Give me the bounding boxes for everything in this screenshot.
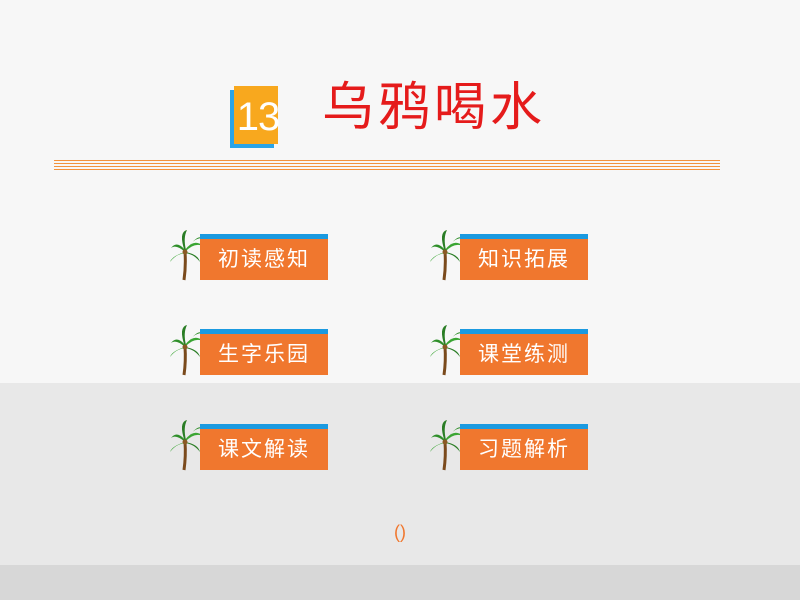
menu-button-face: 知识拓展 (460, 234, 588, 280)
menu-button-ketang-lianc[interactable]: 课堂练测 (430, 325, 592, 377)
menu-button-label: 初读感知 (200, 239, 328, 280)
menu-button-zhishi-tuozhan[interactable]: 知识拓展 (430, 230, 592, 282)
title-rule-2 (54, 163, 720, 164)
palm-tree-icon (430, 420, 463, 471)
menu-button-xiti-jiexi[interactable]: 习题解析 (430, 420, 592, 472)
menu-button-face: 课堂练测 (460, 329, 588, 375)
menu-button-face: 习题解析 (460, 424, 588, 470)
menu-button-face: 课文解读 (200, 424, 328, 470)
title-rule-1 (54, 160, 720, 161)
lesson-badge-face (234, 86, 278, 144)
menu-button-label: 知识拓展 (460, 239, 588, 280)
menu-button-label: 习题解析 (460, 429, 588, 470)
title-rule-3 (54, 166, 720, 167)
bottom-background-band (0, 565, 800, 600)
palm-tree-icon (170, 230, 203, 281)
menu-button-kewen-jiedu[interactable]: 课文解读 (170, 420, 332, 472)
menu-button-face: 初读感知 (200, 234, 328, 280)
menu-button-label: 课堂练测 (460, 334, 588, 375)
menu-button-face: 生字乐园 (200, 329, 328, 375)
title-rule-4 (54, 169, 720, 170)
lower-background-band (0, 383, 800, 565)
menu-button-chudu-ganzhi[interactable]: 初读感知 (170, 230, 332, 282)
menu-button-label: 生字乐园 (200, 334, 328, 375)
menu-button-label: 课文解读 (200, 429, 328, 470)
palm-tree-icon (430, 230, 463, 281)
menu-button-shengzi-leyuan[interactable]: 生字乐园 (170, 325, 332, 377)
menu-button-strip (460, 234, 588, 239)
menu-button-strip (460, 329, 588, 334)
lesson-title: 乌鸦喝水 (322, 78, 547, 138)
menu-button-strip (200, 424, 328, 429)
menu-button-strip (200, 234, 328, 239)
palm-tree-icon (430, 325, 463, 376)
lesson-number-badge (230, 86, 278, 148)
lesson-number: 13 (236, 95, 281, 139)
menu-button-strip (200, 329, 328, 334)
palm-tree-icon (170, 325, 203, 376)
menu-button-strip (460, 424, 588, 429)
palm-tree-icon (170, 420, 203, 471)
page-marker: () (394, 522, 406, 542)
